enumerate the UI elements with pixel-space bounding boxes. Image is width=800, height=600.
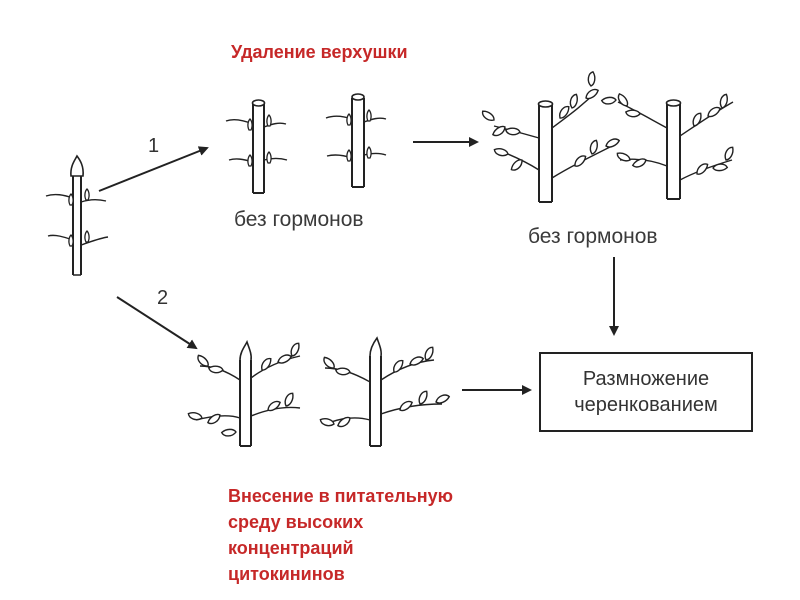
cytokinin-note-line-3: концентраций: [228, 538, 354, 558]
branched-stem-1: [480, 70, 621, 203]
result-box: Размножение черенкованием: [539, 352, 753, 432]
cytokinin-note-line-2: среду высоких: [228, 512, 364, 532]
branched-stem-2: [600, 91, 737, 200]
arrow-step-1: [98, 146, 209, 192]
decapitated-stem-1: [225, 99, 288, 194]
cytokinin-note: Внесение в питательную среду высоких кон…: [228, 483, 453, 587]
decapitated-stem-2: [325, 93, 387, 188]
result-line-2: черенкованием: [574, 394, 718, 416]
cytokinin-note-line-4: цитокининов: [228, 564, 345, 584]
original-plant: [45, 154, 109, 276]
step-2-label: 2: [157, 287, 169, 309]
caption-no-hormones-2: без гормонов: [528, 225, 658, 248]
arrow-step-2: [116, 296, 198, 350]
caption-no-hormones-1: без гормонов: [234, 208, 364, 231]
cytokinin-stem-2: [318, 336, 451, 447]
cytokinin-stem-1: [186, 339, 303, 447]
cytokinin-note-line-1: Внесение в питательную: [228, 486, 454, 506]
result-line-1: Размножение: [582, 368, 710, 390]
title-apex-removal: Удаление верхушки: [231, 42, 408, 62]
step-1-label: 1: [148, 135, 160, 157]
